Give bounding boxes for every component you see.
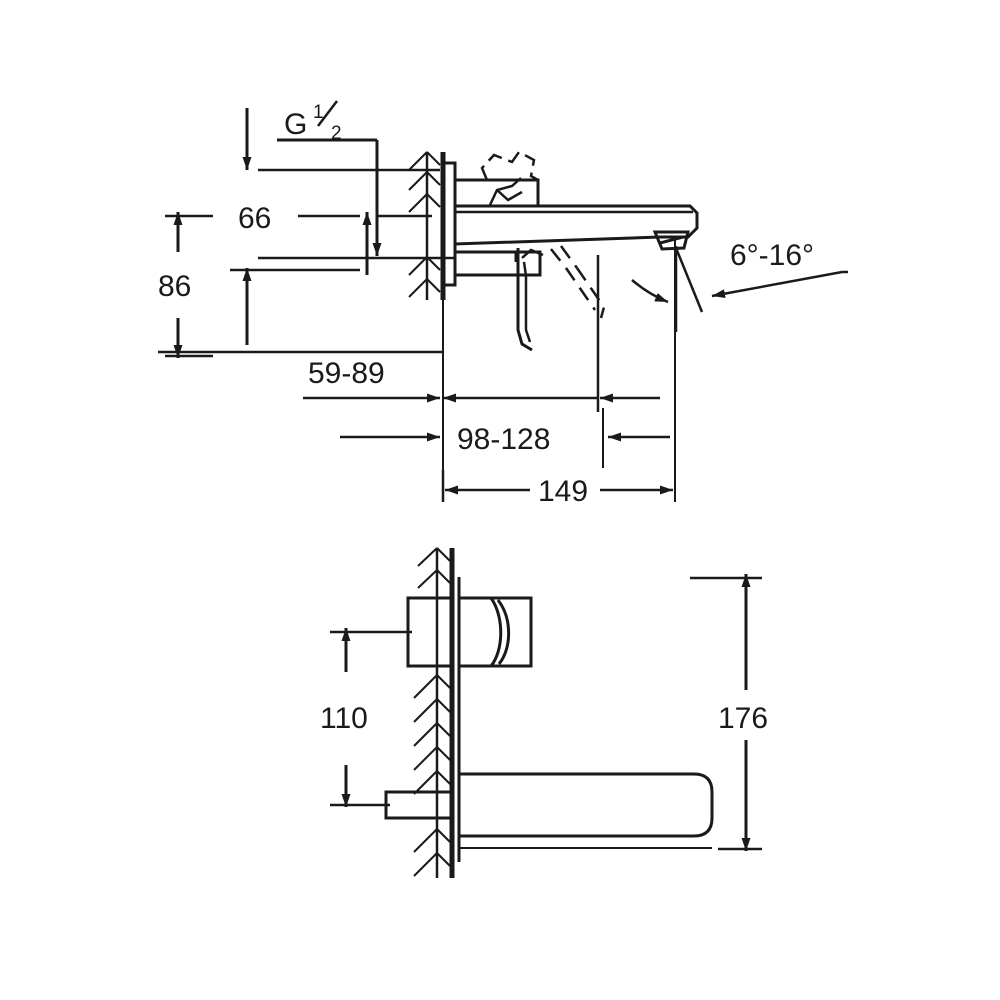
dim-110-label: 110 <box>320 702 368 735</box>
fraction-slash <box>317 100 338 127</box>
faucet-body-side <box>441 150 699 352</box>
dim-66-label: 66 <box>238 202 271 235</box>
hidden-detail-lines <box>550 245 606 319</box>
dim-98-128-label: 98-128 <box>457 423 550 456</box>
dim-thread-numerator: 1 <box>313 102 324 123</box>
dim-86-group <box>165 212 360 358</box>
dim-66-group <box>298 212 432 275</box>
dim-59-89-label: 59-89 <box>308 357 385 390</box>
front-view-group: 110 176 <box>320 547 768 878</box>
faucet-body-front <box>384 577 714 862</box>
dim-176-label: 176 <box>718 702 768 735</box>
dim-thread-g: G <box>284 108 307 141</box>
dim-59-89-group <box>158 350 443 403</box>
wall-section-upper <box>408 151 446 300</box>
dim-149-label: 149 <box>538 475 588 508</box>
dim-angle-group <box>631 246 848 332</box>
dim-110-group <box>330 628 412 807</box>
thread-callout-g-half <box>242 108 455 260</box>
dim-176-group <box>690 574 762 851</box>
wall-hatch-upper <box>408 151 441 213</box>
dim-86-label: 86 <box>158 270 191 303</box>
wall-hatch-lower <box>408 256 441 298</box>
dim-thread-denominator: 2 <box>331 123 342 144</box>
dim-149-group <box>441 240 676 502</box>
side-view-group: G 1 2 66 86 59-89 <box>158 100 848 508</box>
dim-98-128-group <box>340 255 670 500</box>
dim-angle-label: 6°-16° <box>730 239 814 272</box>
